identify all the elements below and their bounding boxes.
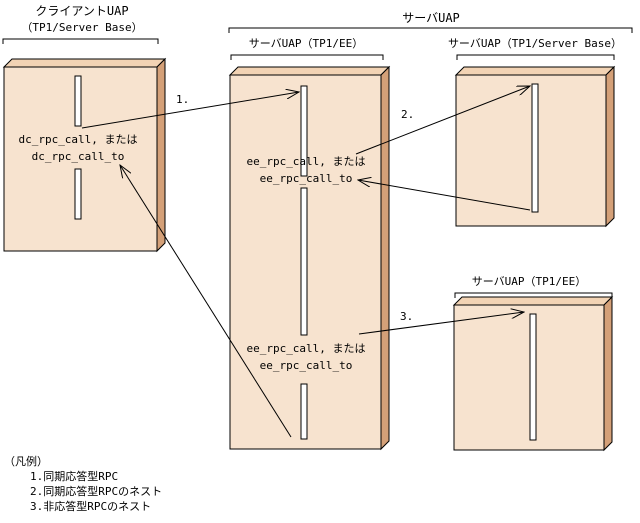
arrow-1-call	[81, 92, 299, 129]
server-ee-call-a-line1: ee_rpc_call, または	[246, 155, 365, 168]
legend-item-3: 3.非応答型RPCのネスト	[30, 500, 152, 513]
server-group-title: サーバUAP	[402, 11, 460, 25]
arrow-1-return	[120, 165, 292, 438]
server-ee-box	[228, 65, 391, 451]
legend-heading: （凡例）	[4, 455, 48, 468]
arrow-2-return	[358, 180, 531, 211]
arrow-3-label: 3.	[400, 310, 413, 323]
arrow-2-label: 2.	[401, 108, 414, 121]
server-ee2-title: サーバUAP（TP1/EE）	[472, 275, 587, 288]
server-base-bracket	[456, 54, 615, 60]
legend-item-2: 2.同期応答型RPCのネスト	[30, 485, 163, 498]
client-call-line2: dc_rpc_call_to	[32, 150, 125, 163]
server-base-title: サーバUAP（TP1/Server Base）	[448, 37, 622, 50]
arrow-2-call	[355, 86, 530, 155]
arrow-3-call	[358, 312, 524, 335]
legend: （凡例） 1.同期応答型RPC 2.同期応答型RPCのネスト 3.非応答型RPC…	[4, 454, 162, 514]
server-ee-title: サーバUAP（TP1/EE）	[249, 37, 364, 50]
arrow-1-label: 1.	[176, 93, 189, 106]
server-ee-call-a-line2: ee_rpc_call_to	[260, 172, 353, 185]
legend-item-1: 1.同期応答型RPC	[30, 470, 119, 483]
client-title: クライアントUAP	[35, 4, 128, 18]
client-box	[2, 57, 167, 253]
server-ee-bracket	[230, 54, 384, 60]
server-ee-call-b-line1: ee_rpc_call, または	[246, 342, 365, 355]
server-group-bracket	[228, 27, 633, 33]
client-call-line1: dc_rpc_call, または	[18, 133, 137, 146]
client-bracket	[2, 38, 159, 44]
server-base-box	[454, 65, 616, 228]
client-subtitle: （TP1/Server Base）	[21, 21, 142, 34]
server-ee-call-b-line2: ee_rpc_call_to	[260, 359, 353, 372]
server-ee2-box	[452, 295, 614, 452]
server-ee2-bracket	[454, 292, 613, 298]
